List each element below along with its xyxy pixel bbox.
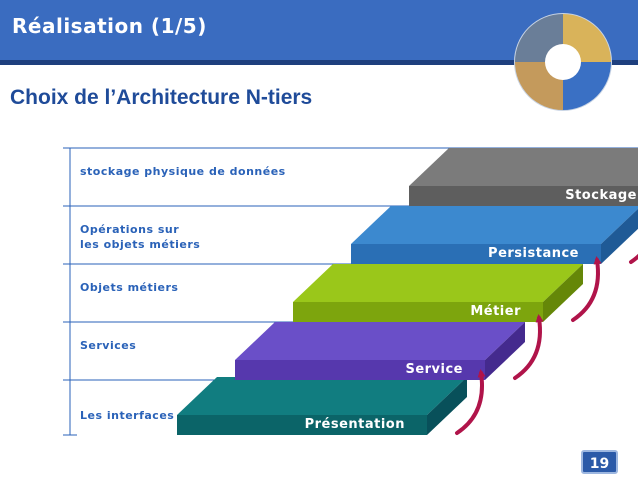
tier-description: Les interfaces: [80, 408, 174, 423]
tier-description: stockage physique de données: [80, 164, 286, 179]
tier-description: Services: [80, 338, 136, 353]
step-label: Métier: [470, 304, 521, 319]
step-label: Service: [405, 362, 463, 377]
step-top-face: [293, 264, 583, 302]
step-label: Stockage: [565, 188, 637, 203]
tier-description: Objets métiers: [80, 280, 178, 295]
step-top-face: [351, 206, 638, 244]
step-top-face: [235, 322, 525, 360]
page-number: 19: [581, 450, 618, 474]
step-top-face: [177, 377, 467, 415]
step-top-face: [409, 148, 638, 186]
step-label: Présentation: [305, 417, 405, 432]
step-label: Persistance: [488, 246, 579, 261]
